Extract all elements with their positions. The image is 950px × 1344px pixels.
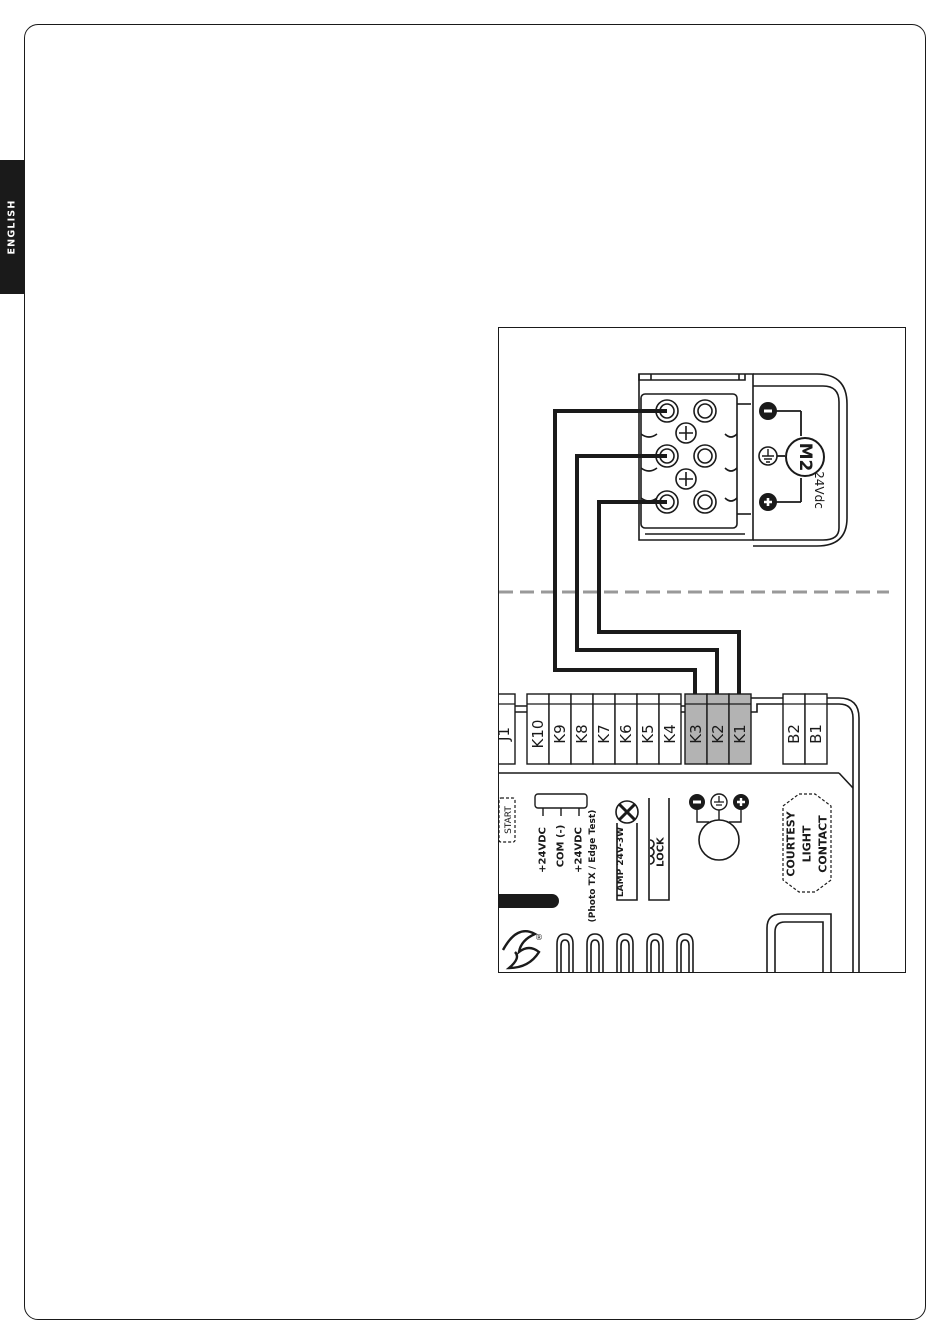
terminal-label: K1 [731, 724, 749, 743]
connector-bridge [535, 794, 587, 808]
contact-label: CONTACT [817, 815, 830, 873]
courtesy-label: COURTESY [785, 810, 798, 876]
light-label: LIGHT [801, 825, 814, 862]
photo-tx-label: (Photo TX / Edge Test) [588, 810, 598, 923]
terminal-label: K5 [639, 724, 657, 743]
terminal-label: K9 [551, 724, 569, 743]
brand-logo [503, 931, 539, 968]
com-label: COM (-) [556, 825, 567, 868]
terminal-k8: K8 [571, 694, 593, 764]
lock-coil-icon [650, 840, 654, 864]
motor-label: M2 [795, 443, 815, 472]
registered-mark: ® [535, 933, 543, 942]
board-labels: START +24VDC COM (-) +24VDC (Photo TX / … [499, 794, 831, 973]
terminal-j1: J1 [499, 694, 515, 764]
language-tab: ENGLISH [0, 160, 24, 294]
terminal-label: K8 [573, 724, 591, 743]
heatsink-fins [557, 934, 693, 973]
motor-voltage: 24Vdc [812, 471, 826, 509]
terminal-label: K2 [709, 724, 727, 743]
plus-24vdc-label: +24VDC [538, 827, 549, 873]
terminal-b1: B1 [805, 694, 827, 764]
terminal-k2: K2 [707, 694, 729, 764]
terminal-k3: K3 [685, 694, 707, 764]
motor-symbol: M2 24Vdc [759, 402, 826, 511]
start-label: START [504, 806, 514, 834]
terminal-label: B2 [785, 724, 803, 744]
terminal-label: K7 [595, 724, 613, 743]
terminal-k5: K5 [637, 694, 659, 764]
language-label: ENGLISH [7, 199, 18, 254]
terminal-label: K10 [529, 720, 547, 749]
plus-24vdc-2-label: +24VDC [574, 827, 585, 873]
terminal-label: K4 [661, 724, 679, 743]
lock-label: LOCK [656, 836, 667, 867]
terminal-k9: K9 [549, 694, 571, 764]
lamp-label: LAMP 24V-3W [616, 827, 626, 897]
terminal-label: J1 [499, 727, 513, 742]
terminal-k7: K7 [593, 694, 615, 764]
terminal-label: K6 [617, 724, 635, 743]
board-black-bar [499, 894, 559, 908]
terminal-b2: B2 [783, 694, 805, 764]
terminal-label: B1 [807, 724, 825, 744]
terminal-label: K3 [687, 724, 705, 743]
terminal-k1: K1 [729, 694, 751, 764]
board-motor-icon [699, 820, 739, 860]
terminal-k10: K10 [527, 694, 549, 764]
terminal-k4: K4 [659, 694, 681, 764]
terminal-k6: K6 [615, 694, 637, 764]
